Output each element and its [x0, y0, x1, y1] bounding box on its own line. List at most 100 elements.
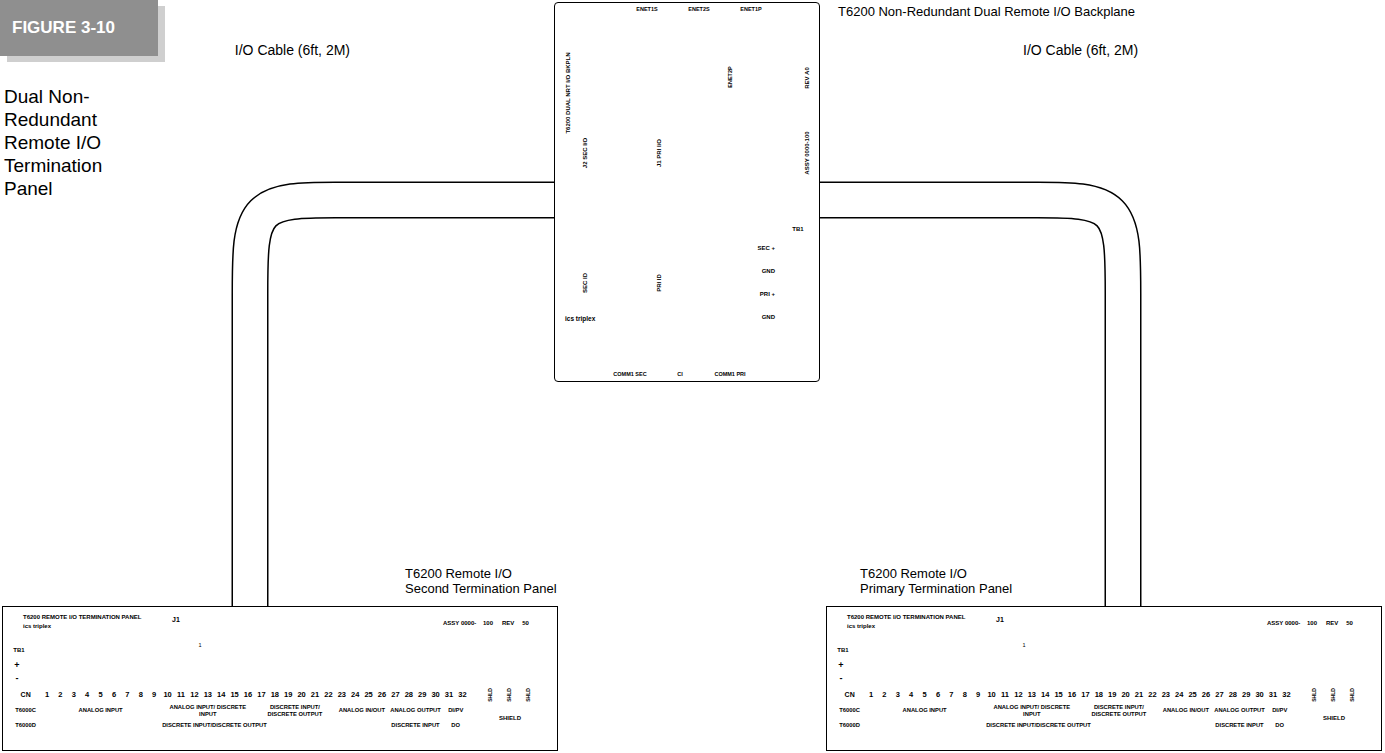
panel-marking: 5: [923, 691, 927, 699]
panel-marking: 20: [1121, 691, 1129, 699]
panel-marking: 28: [405, 691, 413, 699]
panel-marking: ANALOG INPUT: [40, 703, 161, 718]
panel-marking: 9: [152, 691, 156, 699]
panel-marking: 23: [338, 691, 346, 699]
board-marking: COMM1 SEC: [613, 372, 646, 378]
panel-marking: 4: [909, 691, 913, 699]
panel-marking: 21: [311, 691, 319, 699]
panel-marking: ANALOG IN/OUT: [335, 703, 389, 718]
panel-marking: 16: [244, 691, 252, 699]
termination-panel: T6200 REMOTE I/O TERMINATION PANELics tr…: [2, 606, 558, 751]
panel-marking: 1: [45, 691, 49, 699]
panel-marking: 14: [217, 691, 225, 699]
panel-marking: DO: [1266, 718, 1293, 733]
panel-marking: 13: [204, 691, 212, 699]
panel-marking: 2: [882, 691, 886, 699]
panel-marking: 50: [522, 620, 529, 626]
panel-marking: ANALOG OUTPUT: [389, 703, 443, 718]
panel-marking: 31: [445, 691, 453, 699]
panel-marking: DISCRETE INPUT/ DISCRETE OUTPUT: [255, 703, 335, 718]
panel-marking: ics triplex: [847, 622, 875, 628]
figure-number: FIGURE 3-10: [12, 19, 115, 37]
panel-marking: DO: [442, 718, 469, 733]
panel-marking: ASSY 0000-: [443, 620, 476, 626]
cable-label: I/O Cable (6ft, 2M): [235, 43, 350, 58]
panel-marking: 27: [1215, 691, 1223, 699]
board-marking: ENET1S: [636, 7, 657, 13]
panel-marking: T6000C: [11, 703, 40, 718]
panel-marking: 7: [125, 691, 129, 699]
board-marking: GND: [762, 314, 775, 320]
panel-marking: 18: [271, 691, 279, 699]
panel-marking: ASSY 0000-: [1267, 620, 1300, 626]
panel-marking: 26: [378, 691, 386, 699]
panel-marking: 19: [1108, 691, 1116, 699]
board-marking: SEC +: [757, 245, 775, 251]
board-marking: J2 SEC I/O: [582, 138, 588, 168]
board-marking: ASSY 0000-100: [804, 131, 810, 174]
panel-marking: T6000D: [11, 718, 40, 733]
panel-marking: 31: [1269, 691, 1277, 699]
panel-marking: 1: [1022, 643, 1025, 649]
panel-marking: SHLD: [1331, 688, 1336, 702]
panel-marking: 10: [987, 691, 995, 699]
panel-marking: 17: [1081, 691, 1089, 699]
cable-outline: [820, 200, 1123, 606]
panel-marking: SHIELD: [482, 703, 539, 733]
panel-marking: SHLD: [526, 688, 531, 702]
board-marking: TB1: [792, 226, 803, 232]
panel-marking: T6200 REMOTE I/O TERMINATION PANEL: [23, 614, 141, 620]
panel-marking: 7: [949, 691, 953, 699]
board-marking: CI: [677, 372, 683, 378]
panel-marking: 5: [99, 691, 103, 699]
panel-marking: ANALOG INPUT/ DISCRETE INPUT: [985, 703, 1079, 718]
panel-marking: -: [840, 674, 843, 683]
panel-marking: 22: [1148, 691, 1156, 699]
panel-marking: T6200 REMOTE I/O TERMINATION PANEL: [847, 614, 965, 620]
board-marking: REV A0: [804, 67, 810, 88]
panel-marking: 9: [976, 691, 980, 699]
panel-marking: 19: [284, 691, 292, 699]
panel-marking: 8: [963, 691, 967, 699]
board-marking: SEC ID: [582, 273, 588, 293]
cable-label: I/O Cable (6ft, 2M): [1023, 43, 1138, 58]
callout-label: T6200 Remote I/O Second Termination Pane…: [405, 566, 557, 596]
panel-marking: 20: [297, 691, 305, 699]
panel-marking: TB1: [837, 647, 848, 653]
panel-marking: DI/PV: [442, 703, 469, 718]
board-marking: ENET2P: [728, 66, 734, 87]
board-marking: ics triplex: [565, 316, 595, 323]
panel-marking: REV: [502, 620, 514, 626]
figure-tab: FIGURE 3-10: [0, 0, 158, 56]
io-cable: [820, 200, 1123, 606]
panel-marking: TB1: [13, 647, 24, 653]
panel-marking: SHLD: [488, 688, 493, 702]
panel-marking: 24: [351, 691, 359, 699]
panel-marking: ANALOG INPUT: [864, 703, 985, 718]
panel-marking: SHLD: [507, 688, 512, 702]
panel-marking: 13: [1028, 691, 1036, 699]
panel-marking: 2: [58, 691, 62, 699]
panel-marking: DISCRETE INPUT: [1213, 718, 1267, 733]
panel-marking: 27: [391, 691, 399, 699]
panel-marking: 8: [139, 691, 143, 699]
panel-marking: J1: [172, 616, 180, 623]
panel-marking: 11: [177, 691, 185, 699]
panel-marking: 50: [1346, 620, 1353, 626]
panel-marking: 1: [198, 643, 201, 649]
panel-marking: SHLD: [1312, 688, 1317, 702]
panel-marking: ANALOG IN/OUT: [1159, 703, 1213, 718]
panel-marking: 6: [112, 691, 116, 699]
panel-marking: ANALOG OUTPUT: [1213, 703, 1267, 718]
board-marking: ENET2S: [688, 7, 709, 13]
panel-marking: 100: [483, 620, 493, 626]
panel-marking: DISCRETE INPUT/ DISCRETE OUTPUT: [1079, 703, 1159, 718]
panel-marking: 24: [1175, 691, 1183, 699]
panel-marking: 17: [257, 691, 265, 699]
panel-marking: SHIELD: [1306, 703, 1363, 733]
panel-marking: ANALOG INPUT/ DISCRETE INPUT: [161, 703, 255, 718]
board-marking: PRI ID: [656, 274, 662, 292]
